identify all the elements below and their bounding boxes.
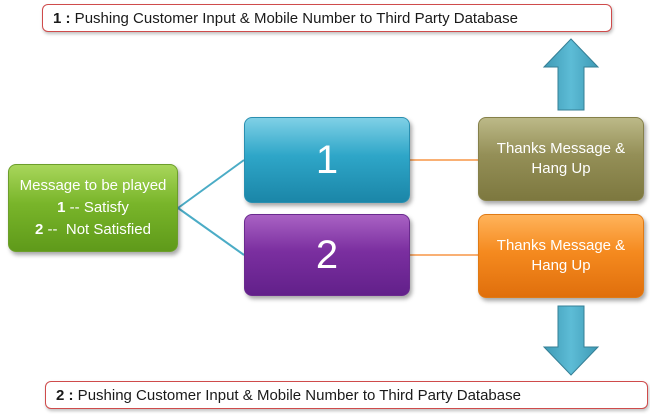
choice-node-1: 1 (244, 117, 410, 203)
result-1-line-1: Thanks Message & (496, 140, 626, 157)
message-title: Message to be played (19, 177, 167, 194)
result-2-line-1: Thanks Message & (496, 237, 626, 254)
option-1-text: -- Satisfy (65, 199, 129, 216)
message-node: Message to be played 1 -- Satisfy 2 -- N… (8, 164, 178, 252)
connector-message-to-1 (177, 159, 245, 209)
note-1-number: 1 : (53, 9, 71, 27)
option-1-number: 1 (57, 199, 66, 216)
option-2-number: 2 (35, 221, 44, 238)
result-2-line-2: Hang Up (531, 257, 591, 274)
up-arrow-icon (542, 38, 600, 111)
result-1-line-2: Hang Up (531, 160, 591, 177)
message-option-1: 1 -- Satisfy (57, 197, 129, 219)
note-2-number: 2 : (56, 386, 74, 404)
choice-1-label: 1 (315, 137, 339, 182)
connector-message-to-2 (177, 207, 245, 256)
database-push-note-2: 2 : Pushing Customer Input & Mobile Numb… (45, 381, 648, 409)
note-1-text: Pushing Customer Input & Mobile Number t… (70, 9, 518, 27)
choice-node-2: 2 (244, 214, 410, 296)
result-node-2: Thanks Message & Hang Up (478, 214, 644, 298)
database-push-note-1: 1 : Pushing Customer Input & Mobile Numb… (42, 4, 612, 32)
option-2-text: -- Not Satisfied (43, 221, 151, 238)
result-node-1: Thanks Message & Hang Up (478, 117, 644, 201)
note-2-text: Pushing Customer Input & Mobile Number t… (73, 386, 521, 404)
choice-2-label: 2 (315, 232, 339, 277)
down-arrow-icon (542, 305, 600, 376)
message-option-2: 2 -- Not Satisfied (35, 219, 151, 241)
